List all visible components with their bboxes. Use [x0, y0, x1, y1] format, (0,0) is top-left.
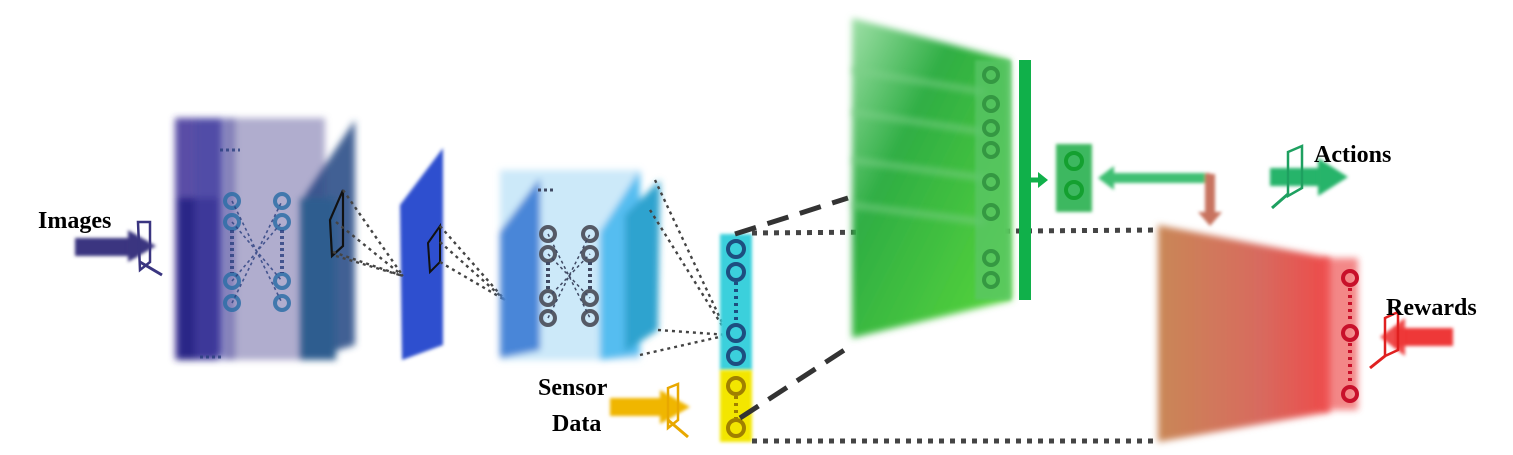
rewards-arrow-icon: [1369, 310, 1453, 370]
sensor-arrow-icon: [610, 382, 690, 439]
feature-column: [720, 234, 752, 442]
sensor-label-line2: Data: [552, 411, 602, 437]
projection-lines-2: [639, 179, 730, 357]
value-head: [1158, 225, 1359, 442]
cnn-block-1: [175, 118, 355, 360]
value-to-policy-arrow: [1098, 166, 1222, 226]
cnn-block-3-nodes: [538, 188, 599, 327]
actions-arrow-icon: [1270, 144, 1348, 210]
policy-head: [851, 18, 1092, 338]
actions-label: Actions: [1314, 142, 1392, 168]
images-arrow-icon: [75, 220, 163, 277]
rewards-label: Rewards: [1386, 295, 1477, 321]
cnn-block-1-nodes: [200, 148, 345, 359]
cnn-block-3: [500, 170, 660, 360]
cnn-block-2: [400, 148, 443, 360]
images-label: Images: [38, 208, 112, 234]
feature-connections: [734, 195, 1159, 444]
projection-lines-1: [332, 189, 506, 302]
sensor-label-line1: Sensor: [538, 375, 608, 401]
